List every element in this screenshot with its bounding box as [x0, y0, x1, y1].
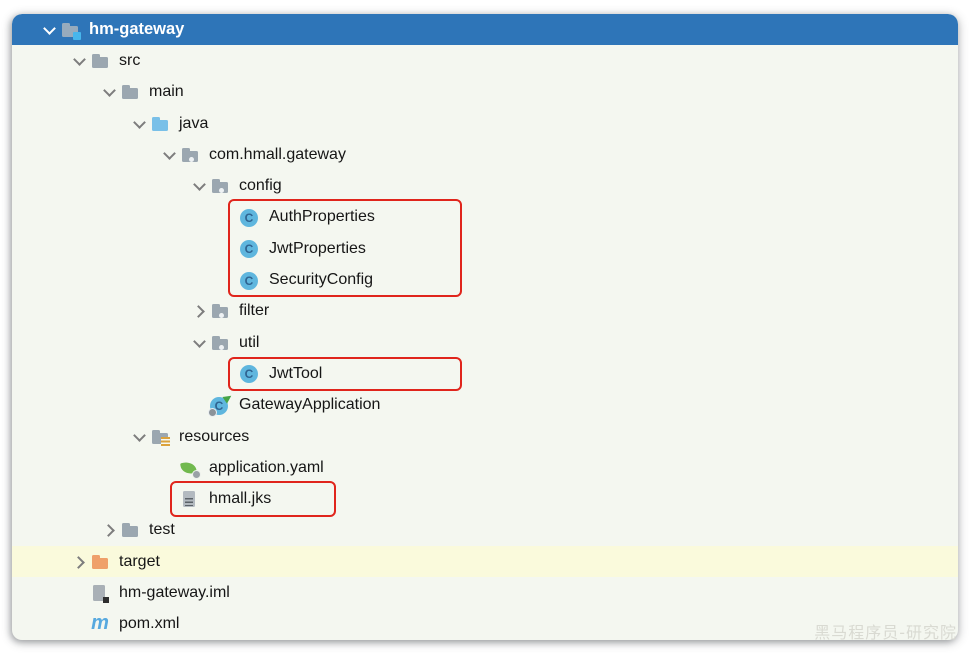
tree-row-src[interactable]: src [12, 45, 958, 76]
chevron-down-icon[interactable] [40, 20, 60, 40]
tree-item-label: target [119, 552, 160, 570]
chevron-spacer [220, 270, 240, 290]
class-icon: C [240, 365, 258, 384]
tree-item-label: main [149, 83, 184, 101]
tree-row-java[interactable]: java [12, 108, 958, 139]
tree-row-hmall-jks[interactable]: hmall.jks [12, 483, 958, 514]
chevron-spacer [220, 239, 240, 259]
tree-item-label: com.hmall.gateway [209, 145, 346, 163]
chevron-down-icon[interactable] [70, 51, 90, 71]
project-folder-icon [60, 20, 81, 40]
source-folder-icon [150, 114, 170, 134]
chevron-down-icon[interactable] [130, 427, 150, 447]
tree-row-test[interactable]: test [12, 515, 958, 546]
tree-row-main[interactable]: main [12, 77, 958, 108]
tree-row-authproperties[interactable]: C AuthProperties [12, 202, 958, 233]
chevron-right-icon[interactable] [100, 520, 120, 540]
package-folder-icon [210, 333, 230, 353]
tree-row-jwttool[interactable]: C JwtTool [12, 358, 958, 389]
tree-row-com-hmall-gateway[interactable]: com.hmall.gateway [12, 139, 958, 170]
chevron-spacer [220, 207, 240, 227]
generic-file-icon [180, 489, 200, 509]
tree-item-label: GatewayApplication [239, 396, 381, 414]
tree-item-label: SecurityConfig [269, 271, 374, 289]
spring-yaml-icon [180, 458, 201, 479]
tree-row-target[interactable]: target [12, 546, 958, 578]
chevron-spacer [160, 489, 180, 509]
chevron-right-icon[interactable] [190, 301, 210, 321]
tree-row-gatewayapplication[interactable]: C GatewayApplication [12, 390, 958, 421]
watermark: 黑马程序员-研究院 [814, 623, 957, 642]
tree-item-label: AuthProperties [269, 208, 375, 226]
tree-row-resources[interactable]: resources [12, 421, 958, 452]
tree-item-label: JwtTool [269, 364, 323, 382]
class-icon: C [240, 271, 258, 290]
iml-file-icon [90, 583, 110, 603]
chevron-down-icon[interactable] [160, 145, 180, 165]
package-folder-icon [210, 176, 230, 196]
tree-row-jwtproperties[interactable]: C JwtProperties [12, 233, 958, 264]
tree-item-label: src [119, 51, 141, 69]
folder-icon [90, 51, 110, 71]
package-folder-icon [210, 301, 230, 321]
class-icon: C [240, 208, 258, 227]
tree-item-label: resources [179, 427, 250, 445]
folder-icon [120, 82, 140, 102]
folder-icon [120, 520, 140, 540]
tree-item-label: hm-gateway [89, 20, 185, 39]
tree-row-application-yaml[interactable]: application.yaml [12, 452, 958, 483]
chevron-right-icon[interactable] [70, 552, 90, 572]
tree-row-hm-gateway-iml[interactable]: hm-gateway.iml [12, 577, 958, 608]
chevron-spacer [70, 614, 90, 634]
chevron-down-icon[interactable] [100, 82, 120, 102]
tree-row-config[interactable]: config [12, 170, 958, 201]
chevron-spacer [220, 364, 240, 384]
tree-item-label: test [149, 521, 175, 539]
tree-item-label: hm-gateway.iml [119, 583, 230, 601]
tree-item-label: JwtProperties [269, 239, 366, 257]
chevron-down-icon[interactable] [130, 114, 150, 134]
tree-item-label: application.yaml [209, 458, 324, 476]
tree-item-label: config [239, 177, 282, 195]
resources-folder-icon [150, 427, 170, 448]
chevron-spacer [190, 395, 210, 415]
package-folder-icon [180, 145, 200, 165]
tree-row-util[interactable]: util [12, 327, 958, 358]
tree-item-label: util [239, 333, 260, 351]
excluded-folder-icon [90, 552, 110, 572]
tree-row-hm-gateway[interactable]: hm-gateway [12, 14, 958, 46]
maven-file-icon: m [91, 612, 109, 635]
chevron-spacer [160, 458, 180, 478]
tree-item-label: java [179, 114, 209, 132]
tree-row-filter[interactable]: filter [12, 296, 958, 327]
tree-row-securityconfig[interactable]: C SecurityConfig [12, 264, 958, 295]
tree-item-label: hmall.jks [209, 490, 272, 508]
class-icon: C [240, 240, 258, 259]
chevron-down-icon[interactable] [190, 333, 210, 353]
tree-item-label: filter [239, 302, 270, 320]
chevron-down-icon[interactable] [190, 176, 210, 196]
main-class-icon: C [208, 392, 234, 417]
chevron-spacer [70, 583, 90, 603]
tree-item-label: pom.xml [119, 615, 180, 633]
tree-row-pom-xml[interactable]: m pom.xml [12, 609, 958, 640]
